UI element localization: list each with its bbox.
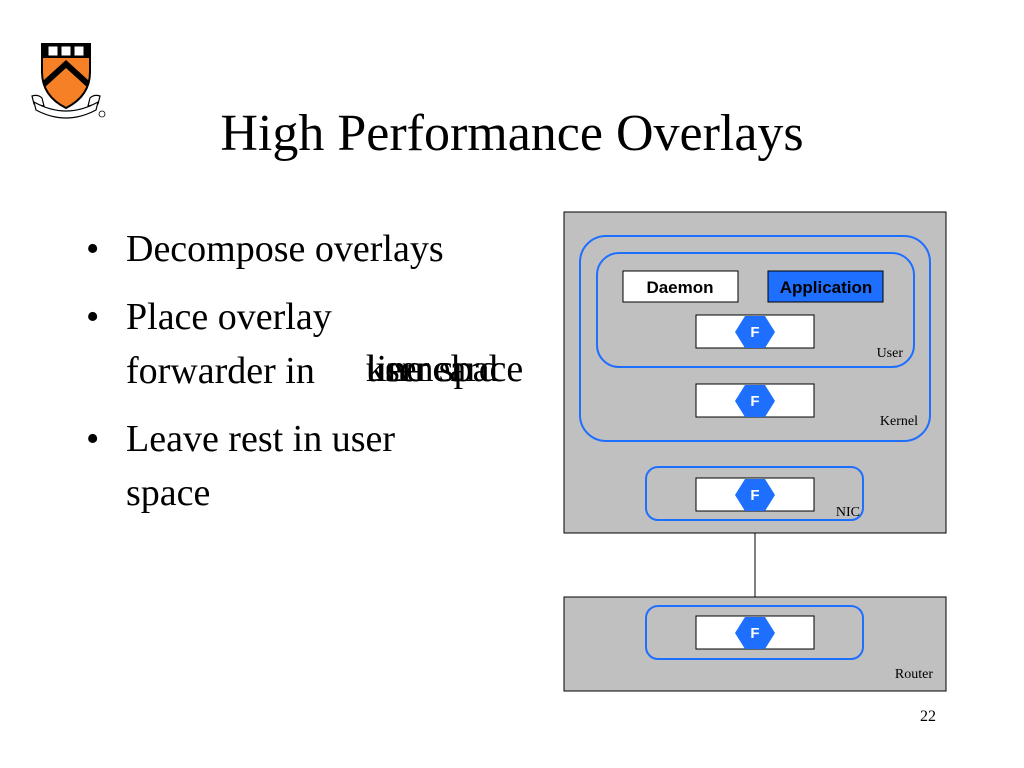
forwarder-label: F [750, 393, 759, 410]
forwarder-hexagon-icon [735, 617, 775, 649]
bullet-item: Leave rest in user space [86, 412, 526, 520]
user-region [596, 252, 915, 368]
page-number: 22 [920, 708, 936, 725]
user-region-label: User [877, 346, 904, 361]
bullet-text: Decompose overlays [126, 228, 444, 270]
overlap-word-line-card: line card [366, 348, 498, 390]
princeton-shield-logo [28, 32, 114, 120]
overlap-word-kernel: kernel [366, 348, 461, 390]
nic-region-label: NIC [836, 505, 860, 520]
bullet-text: Place overlay [126, 296, 332, 338]
forwarder-label: F [750, 487, 759, 504]
forwarder-label: F [750, 324, 759, 341]
bullet-text: space [126, 472, 211, 514]
forwarder-label: F [750, 625, 759, 642]
forwarder-hexagon-icon [735, 479, 775, 511]
router-label: Router [895, 667, 933, 682]
application-label: Application [780, 278, 873, 297]
application-box [767, 270, 884, 303]
daemon-label: Daemon [646, 278, 713, 297]
kernel-region [579, 235, 931, 442]
forwarder-hexagon-icon [735, 385, 775, 417]
daemon-box [622, 270, 739, 303]
nic-region [645, 466, 864, 521]
kernel-region-label: Kernel [880, 414, 918, 429]
forwarder-hexagon-icon [735, 316, 775, 348]
bullet-item: Decompose overlays [86, 222, 526, 276]
bullet-text: forwarder in [126, 350, 315, 392]
bullet-item: Place overlay forwarder in [86, 290, 526, 398]
bullet-list: Decompose overlays Place overlay forward… [86, 222, 526, 534]
overlap-word-user-space: user space [366, 348, 524, 390]
router-linecard-region [645, 605, 864, 660]
slide-title: High Performance Overlays [220, 105, 804, 162]
bullet-text: Leave rest in user [126, 418, 396, 460]
